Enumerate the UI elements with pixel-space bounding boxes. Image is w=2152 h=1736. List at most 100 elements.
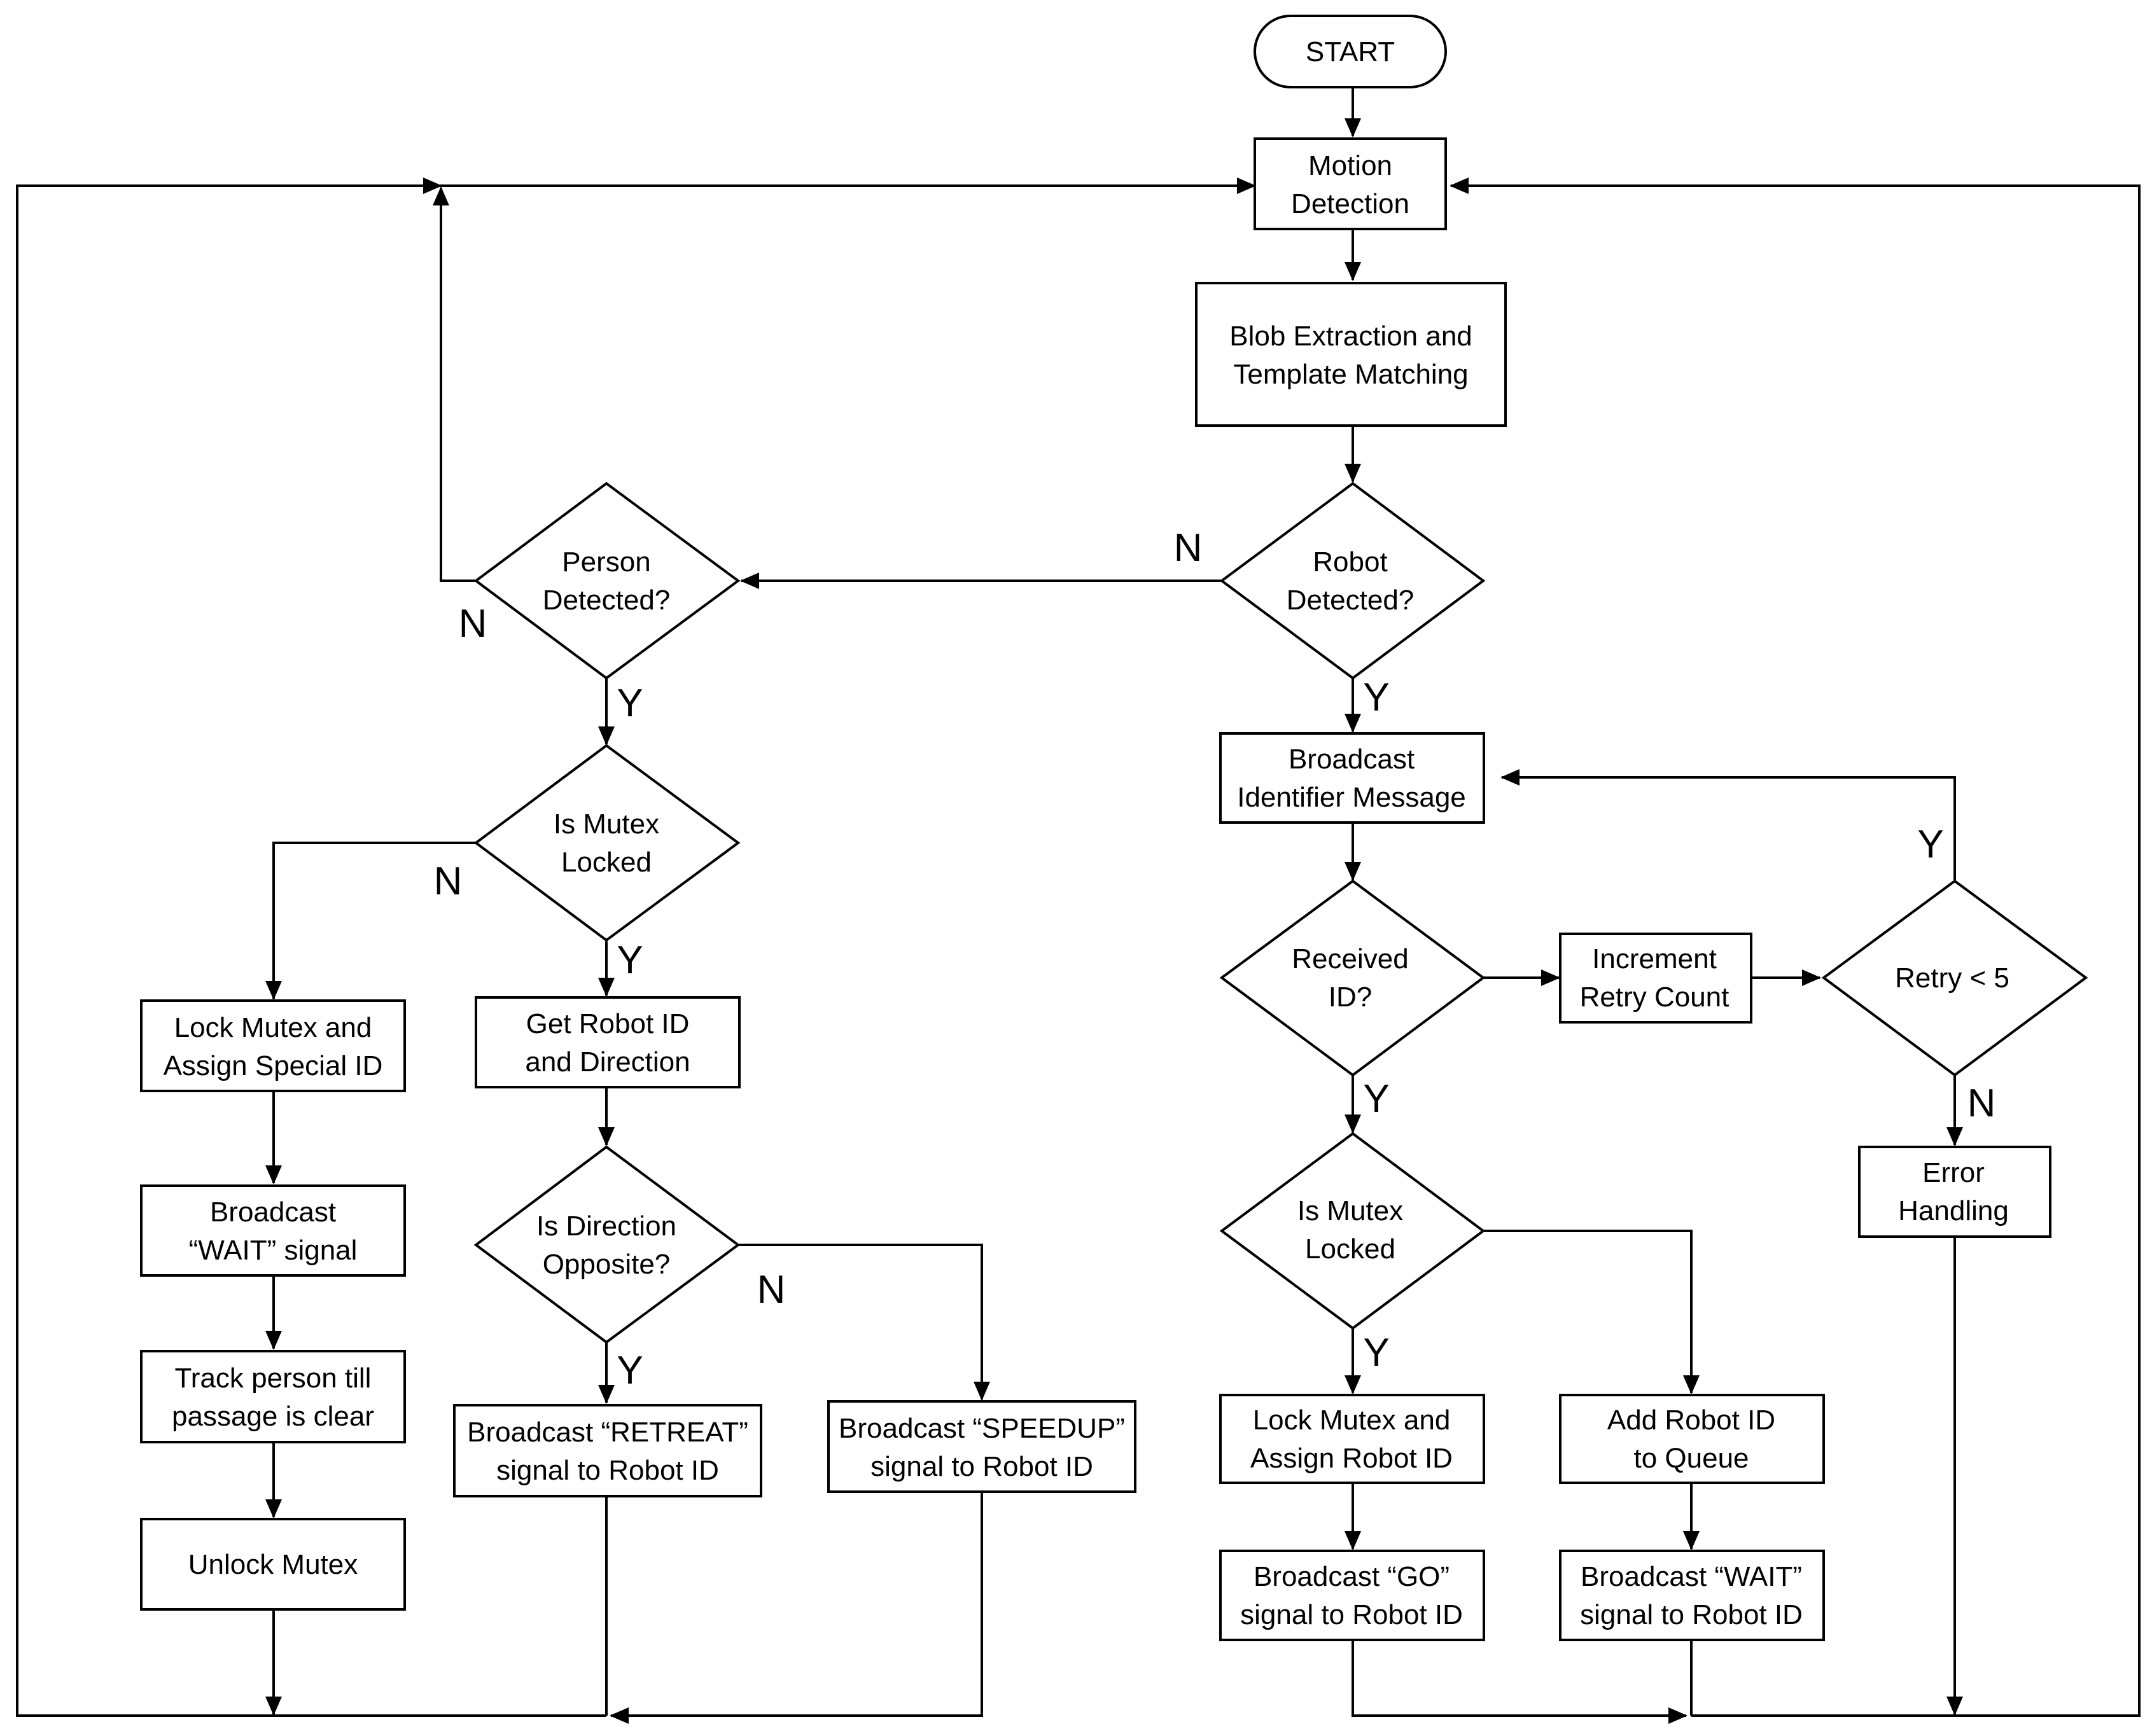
- edge-retry-yes: [1500, 769, 1956, 880]
- edge-mutexr-no: [1483, 1230, 1700, 1394]
- get-robot-label: Get Robot ID and Direction: [525, 1008, 690, 1078]
- increment-line-2: Retry Count: [1580, 982, 1729, 1013]
- motion-line-1: Motion: [1308, 150, 1392, 181]
- start-line-1: START: [1306, 36, 1395, 67]
- track-label: Track person till passage is clear: [172, 1363, 374, 1432]
- edge-left-loop: [16, 177, 606, 1717]
- person-no-label: N: [459, 602, 487, 646]
- broadcast-go-line-2: signal to Robot ID: [1240, 1599, 1463, 1630]
- error-handling-box: [1858, 1146, 2051, 1238]
- broadcast-go-line-1: Broadcast “GO”: [1254, 1561, 1450, 1592]
- track-person-box: [140, 1350, 406, 1443]
- motion-detection-box: [1254, 137, 1447, 230]
- mutex-left-no-label: N: [434, 859, 463, 903]
- mutex-left-yes-label: Y: [617, 938, 643, 982]
- mutex-left-line-1: Is Mutex: [554, 809, 659, 840]
- retreat-label: Broadcast “RETREAT” signal to Robot ID: [467, 1417, 748, 1486]
- retry-label: Retry < 5: [1895, 962, 2009, 994]
- increment-line-1: Increment: [1592, 943, 1717, 975]
- retreat-line-1: Broadcast “RETREAT”: [467, 1417, 748, 1448]
- broadcast-wait-right-line-1: Broadcast “WAIT”: [1581, 1561, 1802, 1592]
- track-line-2: passage is clear: [172, 1401, 374, 1432]
- lock-robot-box: [1219, 1394, 1485, 1484]
- edge-mutexl-no: [265, 842, 476, 1000]
- speedup-box: [827, 1400, 1136, 1493]
- blob-line-1: Blob Extraction and: [1229, 321, 1472, 352]
- robot-detected-diamond: [1219, 482, 1486, 680]
- robot-no-label: N: [1174, 526, 1203, 570]
- received-id-diamond: [1219, 879, 1486, 1077]
- get-robot-box: [475, 996, 741, 1088]
- received-line-1: Received: [1292, 943, 1408, 975]
- shapes: [140, 15, 2088, 1641]
- add-queue-box: [1559, 1394, 1825, 1484]
- broadcast-wait-left-line-2: “WAIT” signal: [189, 1235, 358, 1266]
- person-detected-diamond: [473, 482, 741, 680]
- mutex-right-line-2: Locked: [1305, 1233, 1395, 1265]
- received-yes-label: Y: [1363, 1077, 1389, 1121]
- increment-retry-box: [1559, 933, 1752, 1024]
- unlock-line-1: Unlock Mutex: [188, 1549, 358, 1580]
- lock-robot-line-2: Assign Robot ID: [1250, 1443, 1453, 1474]
- broadcast-go-label: Broadcast “GO” signal to Robot ID: [1240, 1561, 1463, 1630]
- start-label: START: [1306, 36, 1395, 67]
- broadcast-identifier-line-2: Identifier Message: [1237, 782, 1466, 813]
- broadcast-wait-right-line-2: signal to Robot ID: [1580, 1599, 1803, 1630]
- direction-no-label: N: [757, 1268, 786, 1312]
- edge-right-loop: [1450, 177, 2141, 1717]
- broadcast-go-box: [1219, 1550, 1485, 1641]
- direction-line-2: Opposite?: [543, 1249, 671, 1280]
- robot-detected-line-1: Robot: [1313, 546, 1387, 578]
- direction-opposite-diamond: [473, 1145, 741, 1344]
- get-robot-line-2: and Direction: [525, 1046, 690, 1078]
- connectors: [16, 88, 2141, 1724]
- start-terminal: [1254, 15, 1447, 88]
- broadcast-identifier-box: [1219, 732, 1485, 824]
- broadcast-wait-right-label: Broadcast “WAIT” signal to Robot ID: [1580, 1561, 1803, 1630]
- motion-line-2: Detection: [1291, 188, 1409, 219]
- mutex-left-line-2: Locked: [561, 847, 652, 878]
- retreat-line-2: signal to Robot ID: [496, 1455, 719, 1486]
- person-detected-line-1: Person: [562, 546, 650, 578]
- error-line-2: Handling: [1898, 1195, 2009, 1226]
- speedup-label: Broadcast “SPEEDUP” signal to Robot ID: [839, 1413, 1125, 1482]
- broadcast-wait-left-box: [140, 1184, 406, 1277]
- robot-yes-label: Y: [1363, 676, 1389, 719]
- lock-robot-line-1: Lock Mutex and: [1253, 1405, 1451, 1436]
- robot-detected-line-2: Detected?: [1287, 585, 1415, 616]
- direction-line-1: Is Direction: [536, 1211, 676, 1242]
- blob-extraction-box: [1195, 282, 1507, 427]
- retreat-box: [453, 1404, 762, 1497]
- error-line-1: Error: [1922, 1157, 1985, 1188]
- add-queue-line-2: to Queue: [1633, 1443, 1749, 1474]
- speedup-line-2: signal to Robot ID: [870, 1451, 1093, 1482]
- unlock-label: Unlock Mutex: [188, 1549, 358, 1580]
- track-line-1: Track person till: [175, 1363, 372, 1394]
- edge-speedup-bottom: [610, 1492, 983, 1724]
- broadcast-identifier-line-1: Broadcast: [1289, 744, 1415, 775]
- edge-person-no: [433, 186, 476, 582]
- get-robot-line-1: Get Robot ID: [526, 1008, 690, 1039]
- unlock-mutex-box: [140, 1518, 406, 1611]
- speedup-line-1: Broadcast “SPEEDUP”: [839, 1413, 1125, 1444]
- direction-yes-label: Y: [617, 1349, 643, 1392]
- mutex-right-diamond: [1219, 1132, 1486, 1330]
- lock-special-line-1: Lock Mutex and: [174, 1012, 372, 1043]
- person-detected-line-2: Detected?: [543, 585, 671, 616]
- mutex-right-line-1: Is Mutex: [1297, 1195, 1403, 1226]
- retry-line-1: Retry < 5: [1895, 962, 2009, 994]
